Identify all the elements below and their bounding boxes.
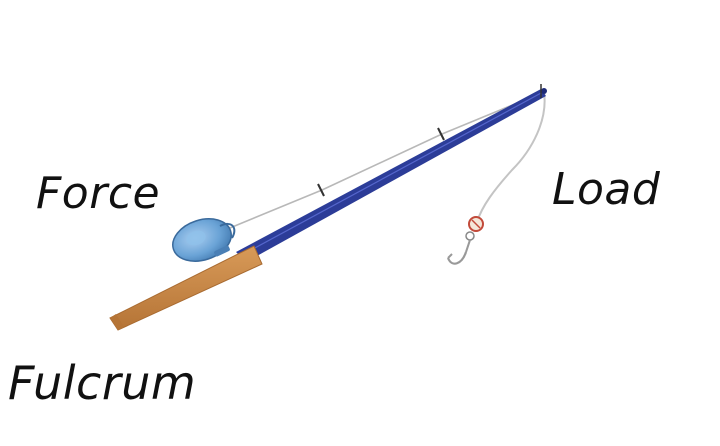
- force-label: Force: [36, 168, 161, 219]
- load-label: Load: [552, 164, 661, 215]
- rod-line-guides: [317, 127, 445, 197]
- fulcrum-label: Fulcrum: [8, 356, 197, 410]
- rod-handle: [109, 245, 263, 331]
- fishing-reel-icon: [172, 218, 236, 262]
- bobber-icon: [465, 216, 484, 241]
- fishing-line: [224, 91, 546, 231]
- fishing-rod-icon: [236, 84, 547, 262]
- fishing-hook-icon: [446, 239, 471, 265]
